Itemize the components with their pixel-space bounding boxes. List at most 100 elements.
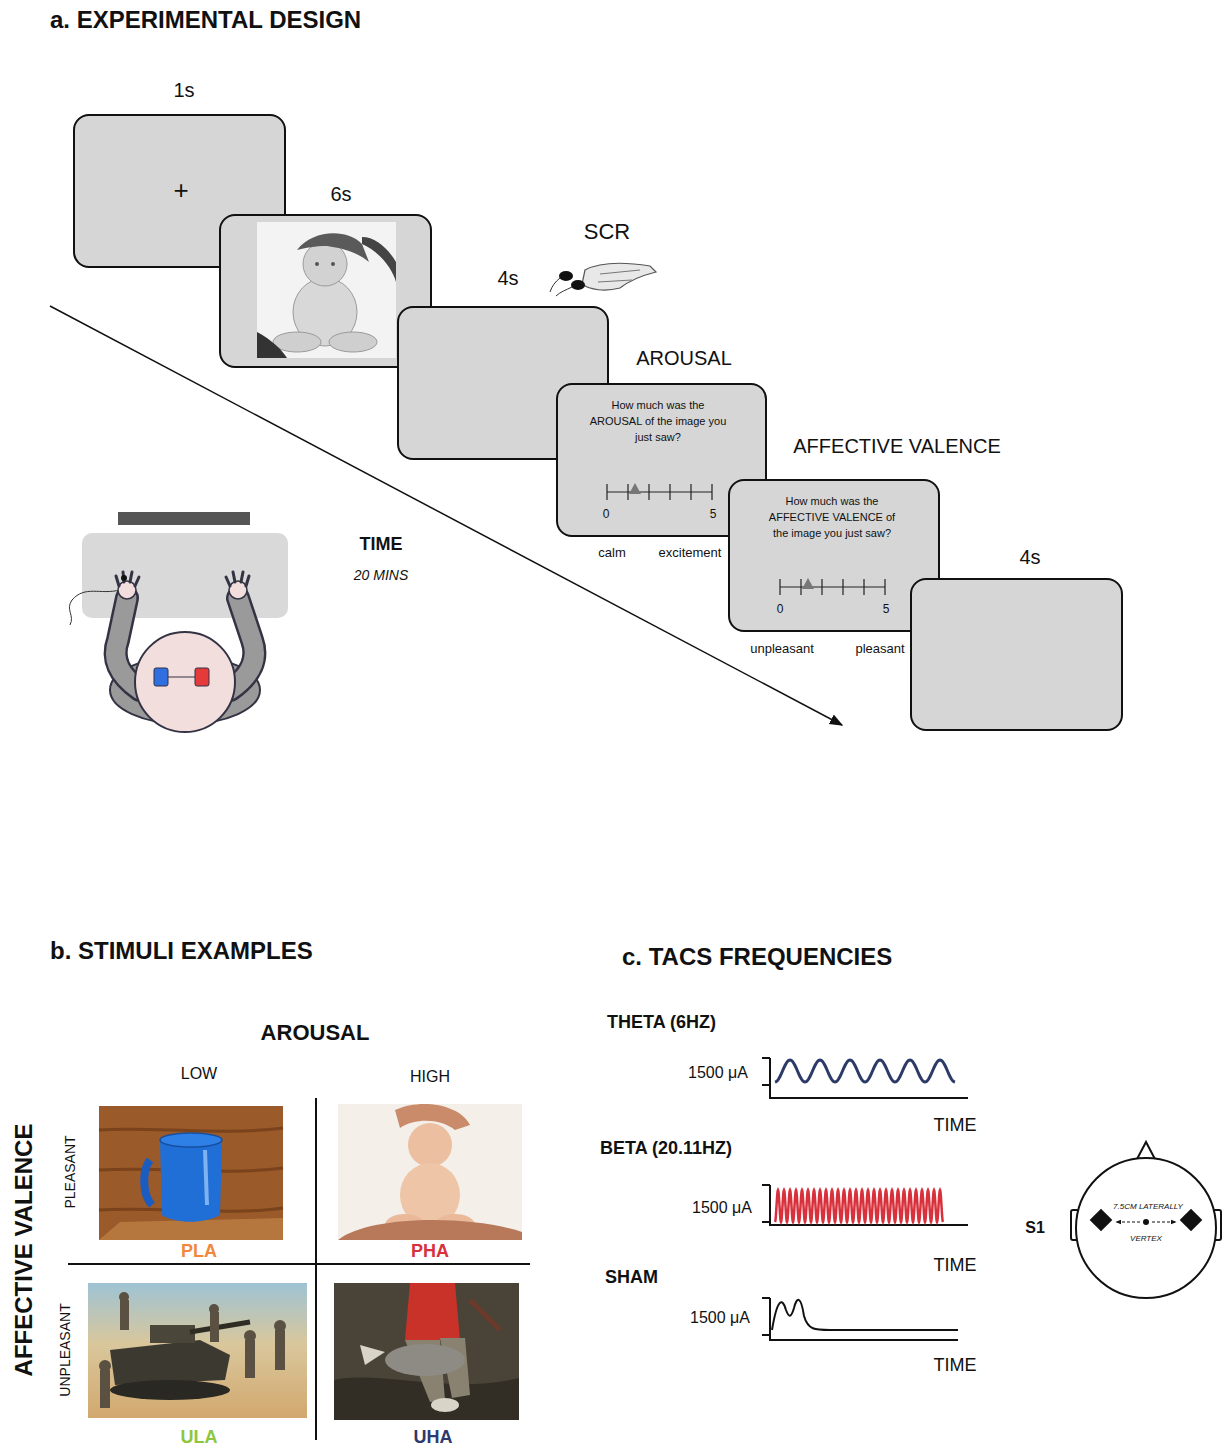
stimulus-hunt — [470, 1300, 500, 1330]
condition-label: PLA — [181, 1241, 217, 1262]
stimulus-mug — [205, 1150, 207, 1205]
rating-scale — [606, 484, 607, 500]
stimulus-soldiers — [120, 1300, 129, 1330]
stimulus-soldiers — [99, 1292, 286, 1408]
rating-scale — [607, 484, 712, 500]
sham-wave — [772, 1300, 958, 1330]
stimulus-soldiers — [100, 1370, 110, 1408]
baby-photo — [329, 332, 377, 352]
participant-figure — [82, 533, 288, 618]
participant-figure — [116, 572, 139, 586]
rating-scale — [780, 586, 885, 587]
head-montage — [1143, 1219, 1149, 1225]
box-text: 5 — [883, 602, 890, 616]
screen-heading: 4s — [497, 267, 518, 290]
rating-scale — [800, 579, 801, 595]
baby-photo — [257, 222, 396, 358]
scr-hand-icon — [571, 280, 585, 290]
box-text: pleasant — [855, 641, 904, 656]
stimulus-baby — [408, 1123, 452, 1167]
quadrant-lines — [68, 1263, 530, 1265]
time-axis-label: TIME — [934, 1255, 977, 1276]
stimulus-soldiers — [275, 1330, 285, 1370]
rating-scale — [780, 579, 885, 595]
rating-scale — [648, 484, 649, 500]
scr-hand-icon — [598, 270, 640, 282]
rating-scale — [607, 491, 712, 492]
beta-wave — [775, 1190, 943, 1222]
participant-figure — [118, 512, 250, 525]
time-axis-label: TIME — [934, 1355, 977, 1376]
stimulus-soldiers — [88, 1283, 307, 1418]
screen-box: 4s — [910, 578, 1123, 731]
box-text: excitement — [659, 545, 722, 560]
participant-figure — [121, 575, 127, 581]
rating-scale — [629, 483, 641, 494]
head-montage — [1116, 1222, 1140, 1223]
axis-level: LOW — [181, 1065, 217, 1083]
scr-hand-icon — [559, 271, 573, 281]
head-montage — [1076, 1158, 1216, 1298]
amplitude-label: 1500 μA — [690, 1309, 750, 1327]
tacs-waves — [775, 1060, 955, 1222]
scr-hand-icon — [550, 263, 656, 296]
stimulus-soldiers — [110, 1380, 230, 1400]
box-text: + — [173, 175, 188, 206]
rating-scale — [863, 579, 864, 595]
condition-label: ULA — [181, 1427, 218, 1448]
panel-heading: a. EXPERIMENTAL DESIGN — [50, 6, 361, 34]
stimulus-soldiers — [245, 1340, 255, 1378]
rating-scale — [884, 579, 885, 595]
condition-label: PHA — [411, 1241, 449, 1262]
stimulus-soldiers — [110, 1340, 230, 1385]
frequency-label: BETA (20.11HZ) — [600, 1138, 732, 1159]
screen-heading: 1s — [173, 79, 194, 102]
amplitude-label: 1500 μA — [688, 1064, 748, 1082]
box-text: 0 — [603, 507, 610, 521]
baby-photo — [362, 237, 396, 282]
stimulus-mug — [160, 1133, 222, 1147]
rating-question: How much was the AROUSAL of the image yo… — [588, 397, 728, 445]
rating-scale — [842, 579, 843, 595]
box-text: calm — [598, 545, 625, 560]
participant-figure — [229, 581, 247, 599]
axis-level: PLEASANT — [62, 1135, 78, 1208]
time-label: TIME — [360, 534, 403, 555]
scr-hand-icon — [582, 263, 656, 290]
baby-photo — [257, 222, 396, 358]
baby-photo — [315, 262, 319, 266]
axis-title: AFFECTIVE VALENCE — [10, 1124, 38, 1377]
axis-level: UNPLEASANT — [57, 1303, 73, 1396]
stimulus-soldiers — [190, 1322, 250, 1332]
frequency-label: THETA (6HZ) — [607, 1012, 716, 1033]
participant-figure — [69, 512, 288, 732]
stimulus-hunt — [385, 1344, 465, 1376]
tacs-axes — [762, 1185, 968, 1225]
theta-wave — [775, 1060, 955, 1082]
condition-label: UHA — [414, 1427, 453, 1448]
rating-scale — [802, 578, 814, 589]
montage-note: VERTEX — [1130, 1234, 1162, 1243]
screen-heading: 6s — [330, 183, 351, 206]
screen-heading: AFFECTIVE VALENCE — [793, 435, 1000, 458]
stimulus-baby — [338, 1104, 522, 1240]
participant-figure — [135, 632, 235, 732]
baby-photo — [297, 233, 369, 262]
stimulus-soldiers — [209, 1304, 219, 1314]
box-text: 0 — [777, 602, 784, 616]
rating-scale — [690, 484, 691, 500]
participant-figure — [226, 572, 249, 586]
stimulus-soldiers — [119, 1292, 129, 1302]
panel-heading: b. STIMULI EXAMPLES — [50, 937, 313, 965]
sham-wave — [772, 1300, 958, 1330]
amplitude-label: 1500 μA — [692, 1199, 752, 1217]
rating-scale — [627, 484, 628, 500]
scr-hand-icon — [550, 278, 572, 296]
screen-heading: 4s — [1019, 546, 1040, 569]
quadrant-lines — [68, 1098, 530, 1440]
signal-label: SCR — [584, 219, 630, 245]
head-montage — [1152, 1222, 1176, 1223]
stimulus-baby — [338, 1220, 522, 1240]
screen-heading: AROUSAL — [636, 347, 732, 370]
axis-title: AROUSAL — [261, 1020, 370, 1046]
